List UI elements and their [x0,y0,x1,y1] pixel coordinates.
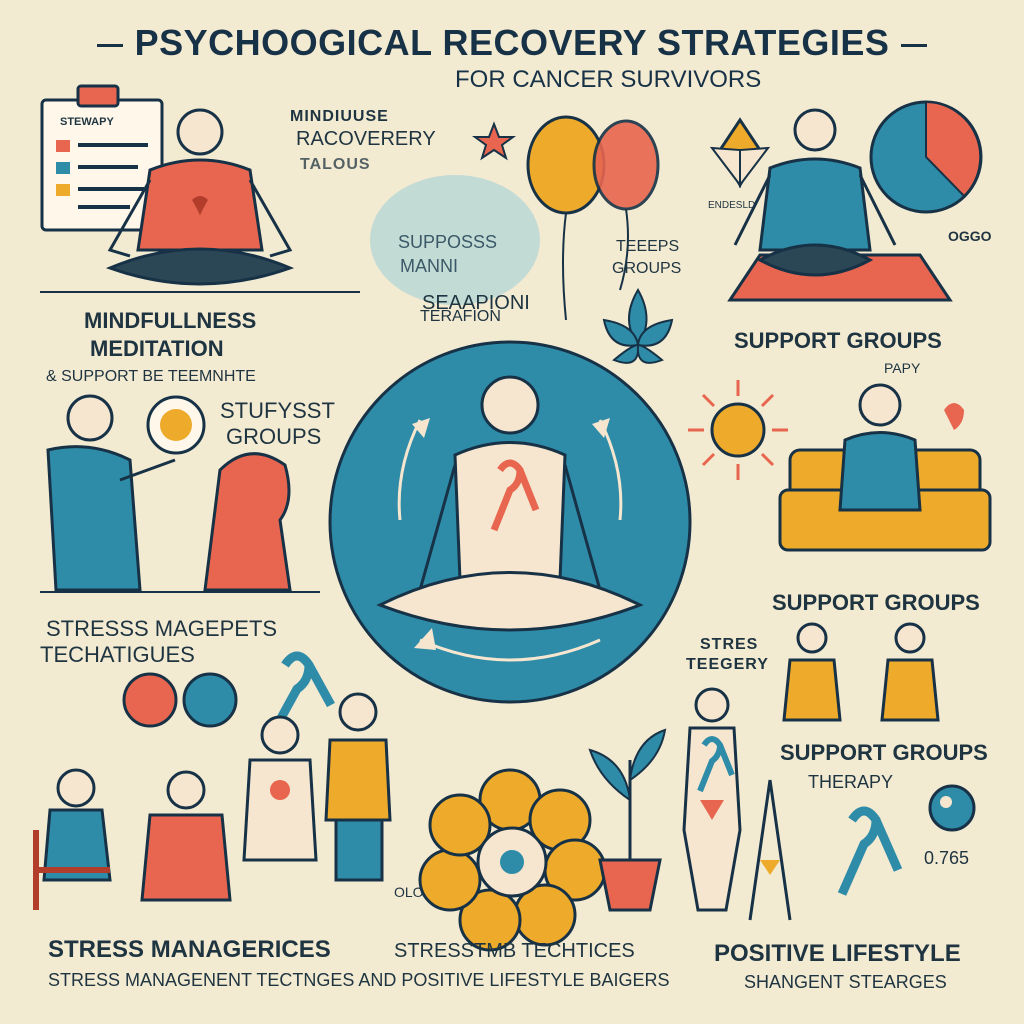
oggo-label: OGGO [948,228,992,244]
support-line: & SUPPORT BE TEEMNHTE [46,368,256,385]
shangent-label: SHANGENT STEARGES [744,972,947,992]
small-tag: ENDESLD [708,200,756,211]
teegery-label: TEEGERY [686,656,769,673]
bubble-text-3: SEAAPIONI [422,292,530,314]
positive-lifestyle-heading: POSITIVE LIFESTYLE [714,940,961,967]
bubble-text-1: SUPPOSSS [398,232,498,252]
groups-left-label: GROUPS [226,424,322,449]
mindful-label-2: RACOVERERY [296,128,436,150]
groups-small-label: GROUPS [612,260,682,277]
mindful-label-3: TALOUS [300,156,371,173]
mindfulness-heading: MINDFULLNESS [84,308,257,333]
stresstmb-heading: STRESSTMB TECHTICES [394,940,635,962]
stres-label: STRES [700,636,759,653]
stress-managerices-heading: STRESS MANAGERICES [48,936,331,963]
techatigues-label: TECHATIGUES [40,642,195,667]
bubble-text-2: MANNI [400,256,458,276]
meditation-heading: MEDITATION [90,336,224,361]
number-readout: 0.765 [924,848,970,868]
bubble-text-4: TERAFION [420,308,501,325]
clipboard-label: STEWAPY [60,116,114,128]
support-groups-heading-3: SUPPORT GROUPS [780,740,988,765]
support-groups-heading-1: SUPPORT GROUPS [734,328,942,353]
mindful-label-1: MINDIUUSE [290,108,389,125]
therapy-label: THERAPY [808,772,894,792]
page-title: PSYCHOOGICAL RECOVERY STRATEGIES [0,22,1024,64]
bottom-line: STRESS MANAGENENT TECTNGES AND POSITIVE … [48,970,670,990]
olo-label: OLO [394,884,424,900]
stress-manag-label: STRESSS MAGEPETS [46,616,278,641]
therapy-small-label: PAPY [884,360,921,376]
stufysst-label: STUFYSST [220,398,335,423]
teeeps-label: TEEEPS [616,238,680,255]
support-groups-heading-2: SUPPORT GROUPS [772,590,980,615]
page-subtitle: FOR CANCER SURVIVORS [455,66,762,93]
